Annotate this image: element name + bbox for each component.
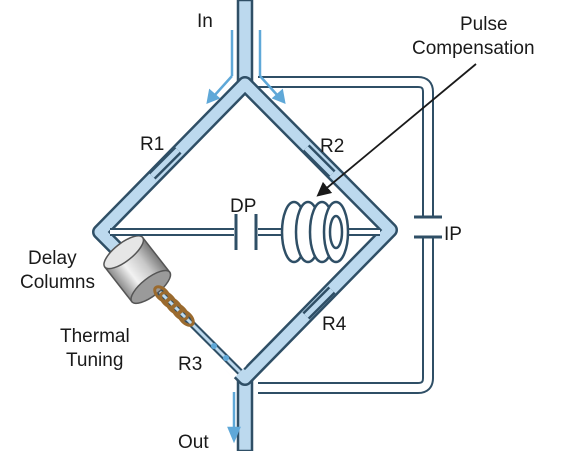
- label-in: In: [197, 11, 213, 32]
- thermal-tuning-coil: [153, 285, 195, 327]
- restrictor-r2: [302, 144, 336, 178]
- label-r2: R2: [320, 136, 344, 157]
- pulse-compensation-coil: [280, 200, 350, 264]
- label-r4: R4: [322, 314, 347, 335]
- restrictor-r1: [148, 146, 182, 180]
- pulse-compensation-pointer: [316, 63, 477, 197]
- delay-column-cylinder: [103, 235, 172, 305]
- flow-arrows: [206, 30, 286, 444]
- label-pulse-line1: Pulse: [460, 14, 508, 35]
- ip-detector: [414, 215, 442, 239]
- label-thermal-line1: Thermal: [60, 326, 130, 347]
- label-r1: R1: [140, 134, 164, 155]
- restrictor-r4: [302, 286, 336, 320]
- label-ip: IP: [444, 224, 462, 245]
- label-delay-line2: Columns: [20, 272, 95, 293]
- label-thermal-line2: Tuning: [66, 350, 123, 371]
- label-pulse-line2: Compensation: [412, 38, 535, 59]
- label-dp: DP: [230, 196, 256, 217]
- label-delay-line1: Delay: [28, 248, 77, 269]
- bridge-diamond: [92, 76, 398, 386]
- label-r3: R3: [178, 354, 202, 375]
- label-out: Out: [178, 432, 209, 451]
